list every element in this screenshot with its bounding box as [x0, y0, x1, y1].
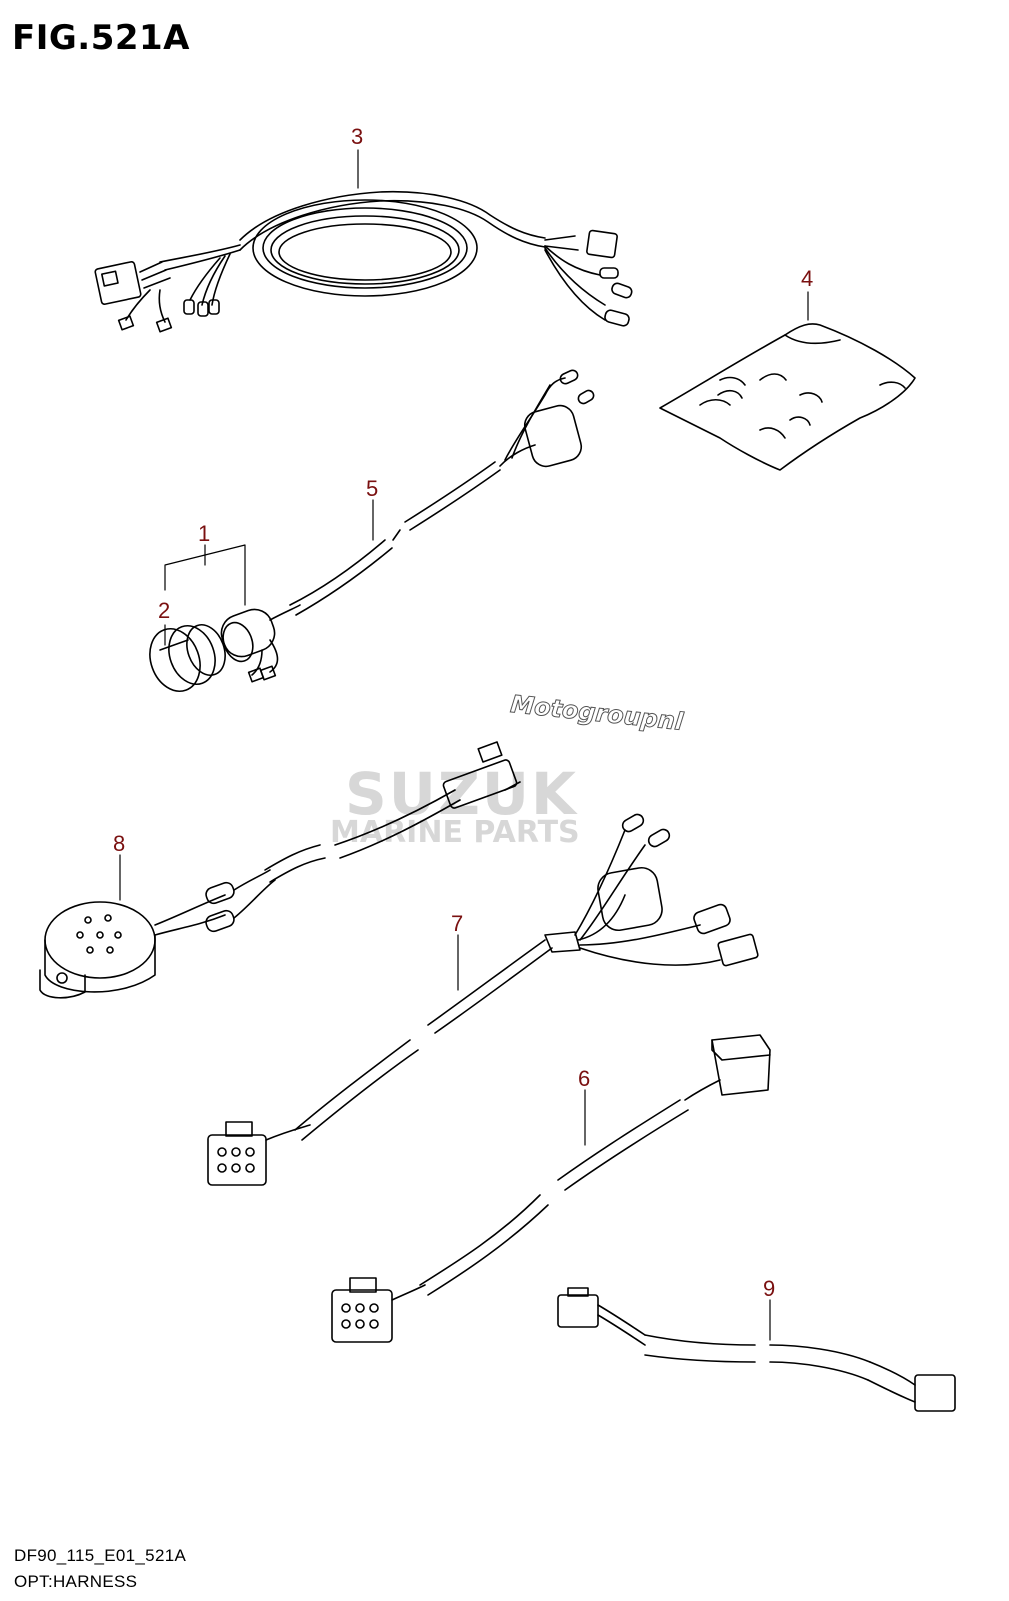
leader-1-2 [164, 544, 246, 646]
part-2-cap[interactable] [142, 619, 232, 698]
figure-caption: OPT:HARNESS [14, 1572, 138, 1591]
part-4-bag[interactable] [659, 323, 916, 471]
callout-5[interactable]: 5 [366, 476, 379, 501]
callout-4[interactable]: 4 [801, 266, 814, 291]
callout-3[interactable]: 3 [351, 124, 364, 149]
part-5-harness[interactable] [289, 369, 595, 616]
callout-6[interactable]: 6 [578, 1066, 591, 1091]
part-3-harness[interactable] [94, 190, 633, 333]
part-6-harness[interactable] [331, 1034, 771, 1343]
figure-title: FIG.521A [12, 18, 190, 58]
callout-9[interactable]: 9 [763, 1276, 776, 1301]
part-7-harness[interactable] [207, 812, 759, 1186]
callout-8[interactable]: 8 [113, 831, 126, 856]
part-8-buzzer[interactable] [39, 741, 521, 999]
callout-1[interactable]: 1 [198, 521, 211, 546]
callout-2[interactable]: 2 [158, 598, 171, 623]
part-9-harness[interactable] [557, 1287, 956, 1412]
part-1-socket[interactable] [216, 604, 301, 683]
drawing-code: DF90_115_E01_521A [14, 1546, 187, 1565]
callout-7[interactable]: 7 [451, 911, 464, 936]
